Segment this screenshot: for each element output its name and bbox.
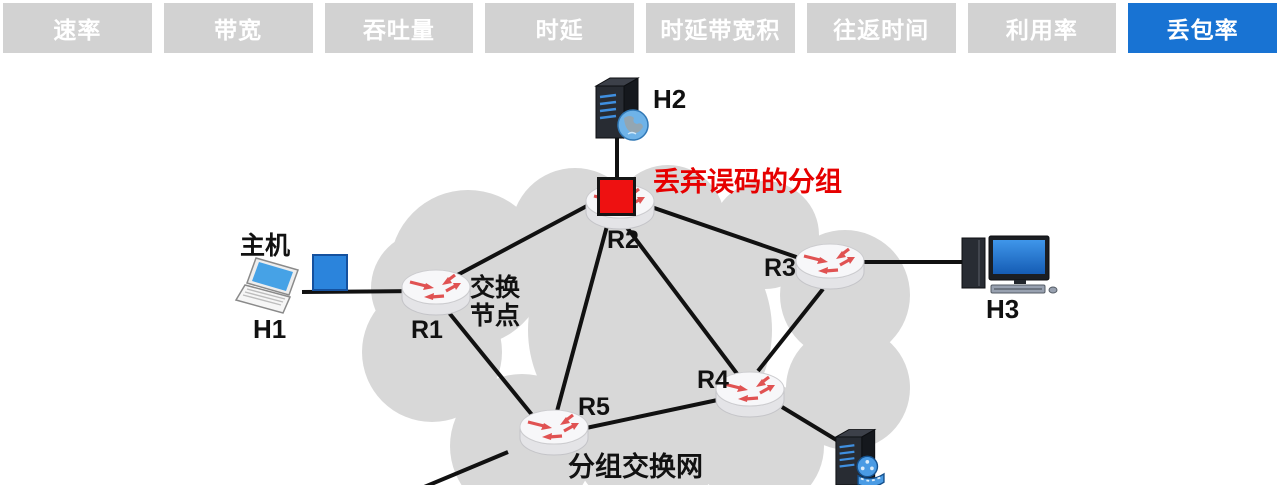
laptop-icon-h1 xyxy=(234,257,299,314)
link-r2-r4 xyxy=(620,219,743,381)
desktop-icon-h3 xyxy=(961,235,1058,294)
link-r1-r2 xyxy=(447,197,601,282)
discarded-packet-square xyxy=(597,177,636,216)
node-label-r5: R5 xyxy=(578,393,610,421)
metric-tabbar: 速率 带宽 吞吐量 时延 时延带宽积 往返时间 利用率 丢包率 xyxy=(3,3,1277,53)
tab-packet-loss-rate[interactable]: 丢包率 xyxy=(1128,3,1277,53)
switch-node-line1: 交换 xyxy=(470,274,521,302)
router-icon-r3 xyxy=(794,242,866,291)
link-r1-r5 xyxy=(444,307,539,423)
link-r4-r5 xyxy=(585,396,728,430)
node-label-r1: R1 xyxy=(411,316,443,344)
discard-annotation: 丢弃误码的分组 xyxy=(653,167,842,197)
link-r3-r4 xyxy=(756,287,825,373)
link-r2-r5 xyxy=(554,225,609,416)
media-server-icon xyxy=(834,428,885,485)
link-r5-edge xyxy=(423,450,509,485)
tab-utilization[interactable]: 利用率 xyxy=(967,3,1117,53)
tab-delay-bandwidth-product[interactable]: 时延带宽积 xyxy=(646,3,795,53)
node-label-h1: H1 xyxy=(253,314,287,344)
node-label-r4: R4 xyxy=(697,366,729,394)
server-icon-h2 xyxy=(594,76,649,141)
link-h1-r1 xyxy=(301,289,421,294)
tab-throughput[interactable]: 吞吐量 xyxy=(324,3,474,53)
network-annotation: 分组交换网 xyxy=(568,452,703,482)
switch-node-line2: 节点 xyxy=(470,302,521,330)
film-reel-icon xyxy=(856,455,885,485)
node-label-h3: H3 xyxy=(986,294,1020,324)
tab-rate[interactable]: 速率 xyxy=(3,3,152,53)
globe-icon xyxy=(617,109,649,141)
tab-bandwidth[interactable]: 带宽 xyxy=(163,3,313,53)
host-annotation: 主机 xyxy=(240,232,291,260)
tab-delay[interactable]: 时延 xyxy=(485,3,634,53)
node-label-r3: R3 xyxy=(764,254,796,282)
link-r2-r3 xyxy=(633,199,803,261)
node-label-r2: R2 xyxy=(607,226,639,254)
router-icon-r1 xyxy=(400,268,472,317)
tab-round-trip-time[interactable]: 往返时间 xyxy=(806,3,956,53)
packet-square xyxy=(312,254,348,291)
node-label-h2: H2 xyxy=(653,84,687,114)
switch-node-annotation: 交换 节点 xyxy=(470,274,520,330)
